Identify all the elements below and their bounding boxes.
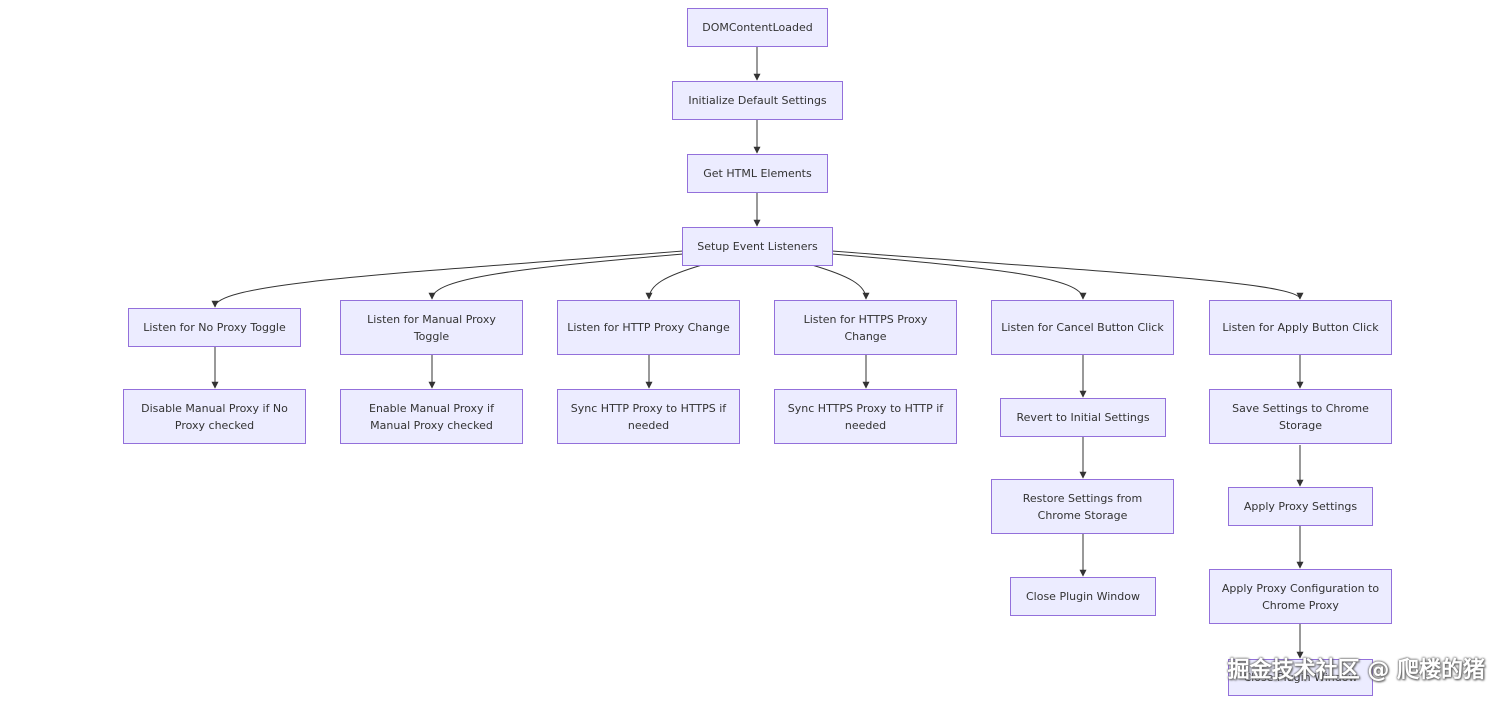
edge-setup-to-no-proxy [211,250,684,308]
node-apply-proxy-configuration: Apply Proxy Configuration to Chrome Prox… [1209,569,1392,624]
node-restore-settings: Restore Settings from Chrome Storage [991,479,1174,534]
node-apply-proxy-settings: Apply Proxy Settings [1228,487,1373,526]
node-listen-manual-proxy-toggle: Listen for Manual Proxy Toggle [340,300,523,355]
node-revert-initial-settings: Revert to Initial Settings [1000,398,1166,437]
edge-setup-to-https [811,264,870,300]
node-get-html-elements: Get HTML Elements [687,154,828,193]
node-listen-https-proxy-change: Listen for HTTPS Proxy Change [774,300,957,355]
node-listen-apply-button-click: Listen for Apply Button Click [1209,300,1392,355]
edge-setup-to-cancel [831,253,1087,300]
edge-setup-to-http [645,264,703,300]
node-listen-http-proxy-change: Listen for HTTP Proxy Change [557,300,740,355]
node-listen-no-proxy-toggle: Listen for No Proxy Toggle [128,308,301,347]
node-initialize-default-settings: Initialize Default Settings [672,81,843,120]
node-close-plugin-window-apply: Close Plugin Window [1228,659,1373,696]
node-listen-cancel-button-click: Listen for Cancel Button Click [991,300,1174,355]
node-save-settings: Save Settings to Chrome Storage [1209,389,1392,444]
node-sync-https-proxy: Sync HTTPS Proxy to HTTP if needed [774,389,957,444]
node-disable-manual-proxy: Disable Manual Proxy if No Proxy checked [123,389,306,444]
edge-setup-to-manual [428,253,684,300]
node-sync-http-proxy: Sync HTTP Proxy to HTTPS if needed [557,389,740,444]
node-close-plugin-window-cancel: Close Plugin Window [1010,577,1156,616]
edge-setup-to-apply [831,250,1304,300]
watermark: 掘金技术社区 @ 爬楼的猪 [1227,658,1485,683]
node-setup-event-listeners: Setup Event Listeners [682,227,833,266]
node-domcontentloaded: DOMContentLoaded [687,8,828,47]
node-enable-manual-proxy: Enable Manual Proxy if Manual Proxy chec… [340,389,523,444]
